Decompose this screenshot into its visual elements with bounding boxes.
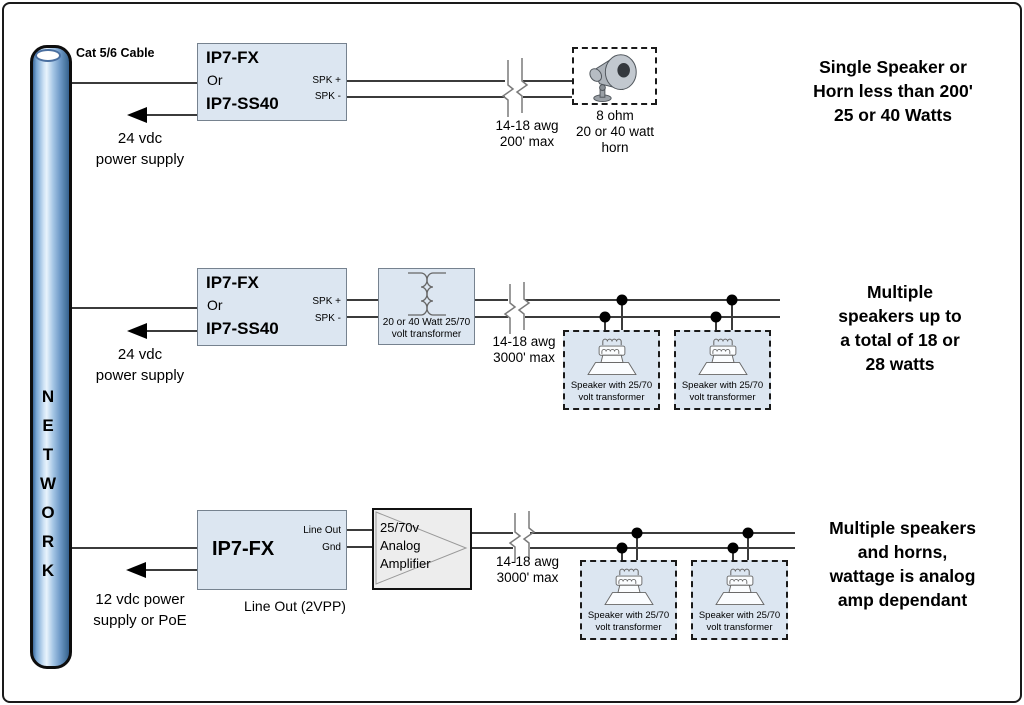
speaker-box-row2-b: Speaker with 25/70 volt transformer xyxy=(674,330,771,410)
wire-note-row1: 14-18 awg 200' max xyxy=(495,118,559,149)
pin-gnd: Gnd xyxy=(322,542,341,553)
wire-note-row2: 14-18 awg 3000' max xyxy=(492,334,556,365)
network-cylinder xyxy=(30,45,72,669)
horn-load-note: 8 ohm 20 or 40 watt horn xyxy=(575,108,655,155)
network-label: N E T W O R K xyxy=(30,382,66,585)
device-model-primary: IP7-FX xyxy=(206,273,259,292)
speaker-drops-row3 xyxy=(621,533,749,560)
wire-note-row3: 14-18 awg 3000' max xyxy=(495,554,560,585)
line-out-caption: Line Out (2VPP) xyxy=(244,598,346,614)
ceiling-speaker-icon xyxy=(697,338,748,376)
cable-break-row2 xyxy=(503,282,531,334)
network-letter: N xyxy=(41,387,55,406)
speaker-label: Speaker with 25/70 volt transformer xyxy=(681,380,764,403)
device-box-row3: IP7-FX Line Out Gnd xyxy=(197,510,347,590)
power-supply-note-row2: 24 vdc power supply xyxy=(95,346,185,384)
network-letter: T xyxy=(42,445,54,464)
power-arrowheads xyxy=(126,107,147,578)
pin-spk-minus: SPK - xyxy=(314,91,341,102)
transformer-label: 20 or 40 Watt 25/70 volt transformer xyxy=(382,317,471,340)
speaker-box-row2-a: Speaker with 25/70 volt transformer xyxy=(563,330,660,410)
network-letter: O xyxy=(41,503,55,522)
arrowhead-row1 xyxy=(127,107,147,123)
speaker-box-row3-b: Speaker with 25/70 volt transformer xyxy=(691,560,788,640)
ceiling-speaker-icon xyxy=(603,568,654,606)
speaker-box-row3-a: Speaker with 25/70 volt transformer xyxy=(580,560,677,640)
headline-row1: Single Speaker or Horn less than 200' 25… xyxy=(813,57,973,125)
network-letter: R xyxy=(41,532,55,551)
arrowhead-row3 xyxy=(126,562,146,578)
device-to-amp-wires xyxy=(347,529,372,548)
device-to-transformer-wires xyxy=(347,299,378,318)
device-box-row1: IP7-FX Or IP7-SS40 SPK + SPK - xyxy=(197,43,347,121)
pin-spk-plus: SPK + xyxy=(312,75,341,86)
network-letter: E xyxy=(42,416,54,435)
pin-line-out: Line Out xyxy=(303,525,341,536)
junction-dots xyxy=(599,294,754,554)
amplifier-label: 25/70v Analog Amplifier xyxy=(380,520,431,571)
transformer-box: 20 or 40 Watt 25/70 volt transformer xyxy=(378,268,475,345)
device-model-primary: IP7-FX xyxy=(206,48,259,67)
cable-break-row3 xyxy=(508,511,536,563)
network-letter: K xyxy=(41,561,55,580)
transformer-coils-icon xyxy=(407,272,446,316)
device-box-row2: IP7-FX Or IP7-SS40 SPK + SPK - xyxy=(197,268,347,346)
power-supply-note-row3: 12 vdc power supply or PoE xyxy=(93,591,187,629)
horn-load-box xyxy=(572,47,657,105)
arrowhead-row2 xyxy=(127,323,147,339)
pin-spk-minus: SPK - xyxy=(314,313,341,324)
pin-spk-plus: SPK + xyxy=(312,296,341,307)
device-or-label: Or xyxy=(207,72,223,88)
power-supply-note-row1: 24 vdc power supply xyxy=(95,130,185,168)
speaker-label: Speaker with 25/70 volt transformer xyxy=(587,610,670,633)
speaker-label: Speaker with 25/70 volt transformer xyxy=(570,380,653,403)
horn-speaker-icon xyxy=(588,54,637,103)
speaker-drops-row2 xyxy=(604,300,733,330)
headline-row2: Multiple speakers up to a total of 18 or… xyxy=(838,282,962,374)
ceiling-speaker-icon xyxy=(714,568,765,606)
device-or-label: Or xyxy=(207,297,223,313)
amplifier-triangle-icon xyxy=(375,511,468,585)
device-model-secondary: IP7-SS40 xyxy=(206,94,279,113)
headline-row3: Multiple speakers and horns, wattage is … xyxy=(829,518,976,610)
cable-break-row1 xyxy=(501,58,529,117)
ceiling-speaker-icon xyxy=(586,338,637,376)
speaker-wires-row1 xyxy=(347,80,572,98)
cylinder-top-ellipse xyxy=(35,49,61,62)
speaker-label: Speaker with 25/70 volt transformer xyxy=(698,610,781,633)
amplifier-box: 25/70v Analog Amplifier xyxy=(372,508,472,590)
network-letter: W xyxy=(39,474,57,493)
device-model-secondary: IP7-SS40 xyxy=(206,319,279,338)
device-model-primary: IP7-FX xyxy=(212,538,275,560)
cat-cable-label: Cat 5/6 Cable xyxy=(76,46,155,60)
